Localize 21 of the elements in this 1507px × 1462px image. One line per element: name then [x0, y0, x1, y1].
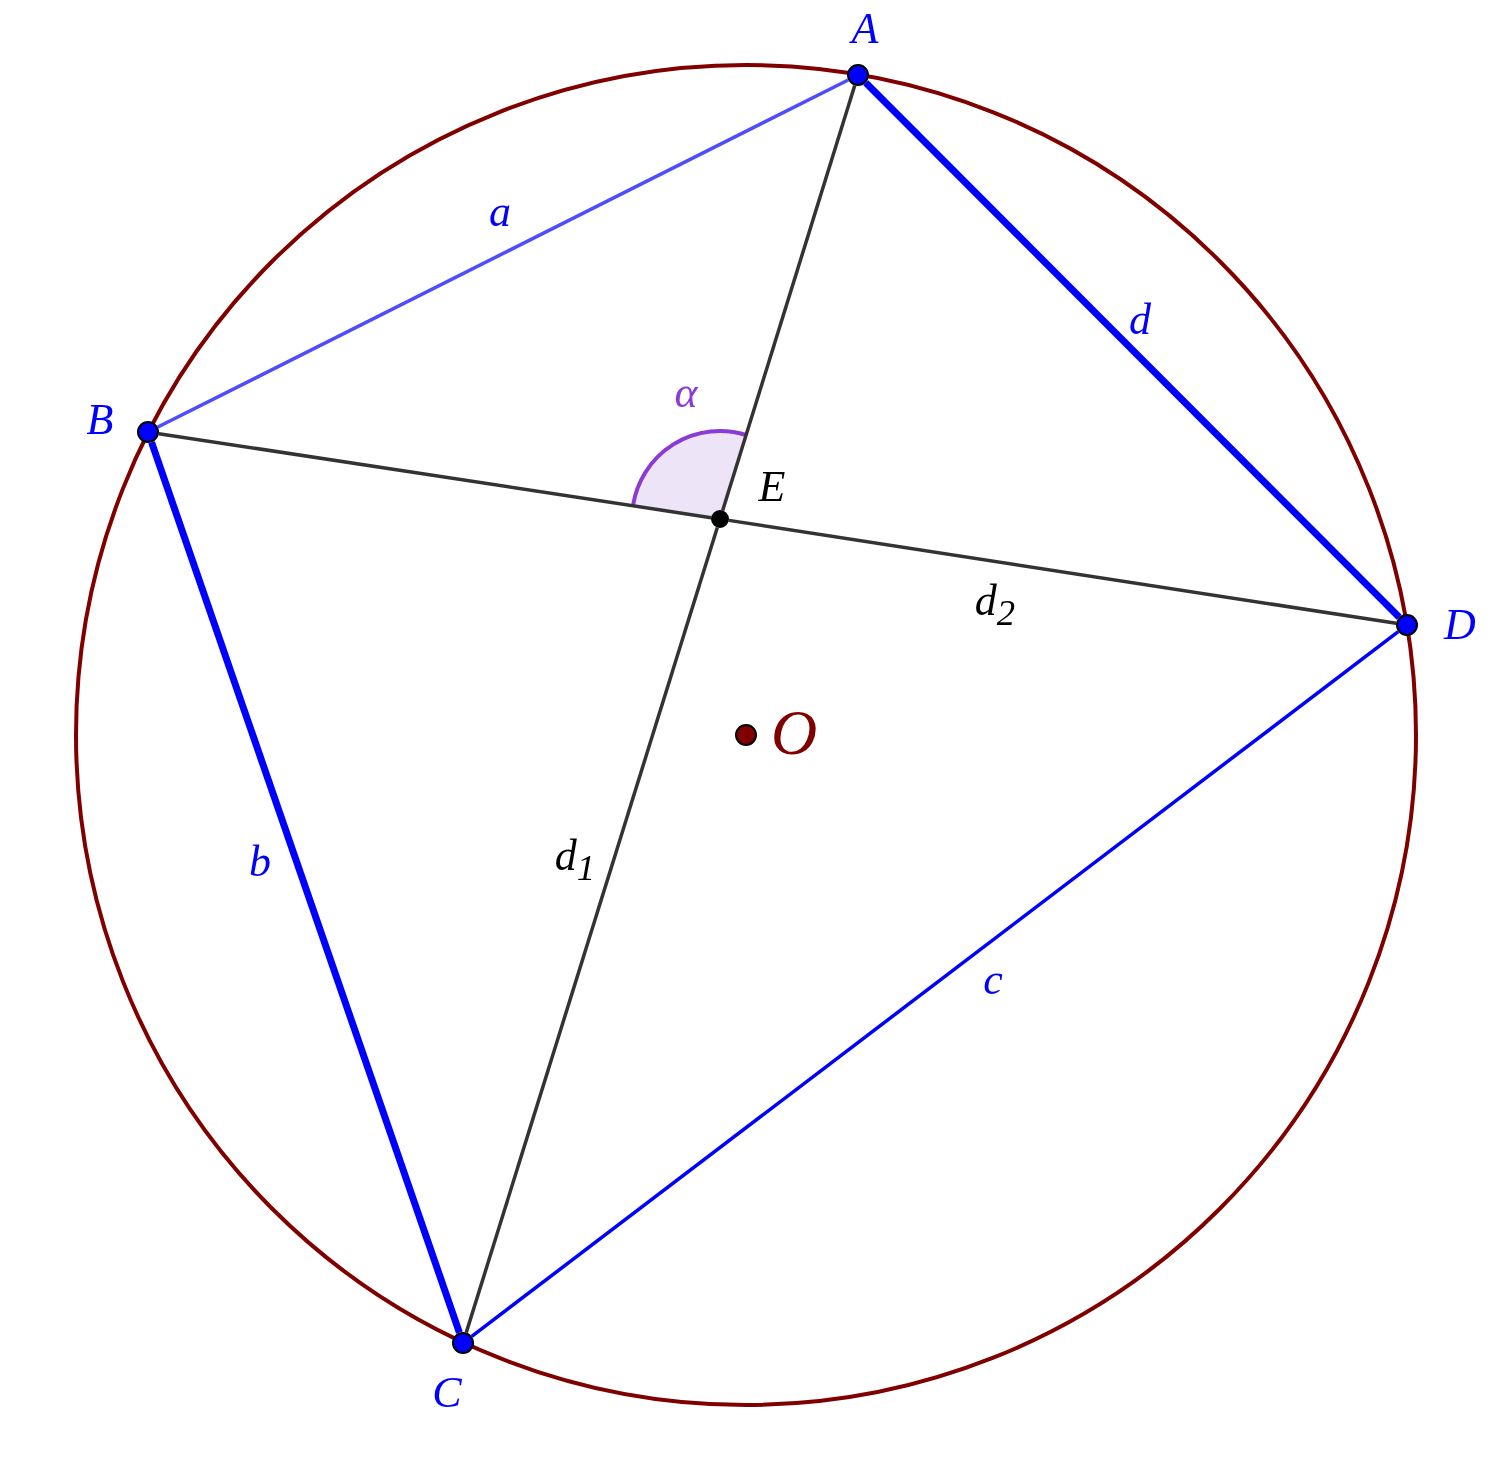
line-segment	[157, 78, 849, 429]
point-label: B	[86, 398, 114, 442]
angle-label: α	[674, 371, 698, 415]
point-label: E	[758, 465, 786, 509]
line-segment	[148, 441, 463, 1334]
point-label: C	[432, 1371, 462, 1415]
point-label: A	[851, 7, 879, 51]
line-segment	[158, 431, 712, 520]
point-label: D	[1444, 603, 1476, 647]
edge-label: c	[983, 958, 1003, 1002]
edge-label: d$_{1}$	[554, 833, 596, 887]
edge-label: d$_{2}$	[974, 578, 1016, 632]
point-label: O	[770, 701, 818, 765]
line-segment	[863, 80, 1402, 620]
line-segment	[470, 630, 1400, 1338]
edge-label: d	[1129, 298, 1151, 342]
line-segment	[721, 84, 857, 511]
line-segment	[464, 527, 719, 1334]
line-segment	[728, 518, 1397, 626]
edge-label: b	[249, 840, 271, 884]
edge-label: a	[489, 190, 511, 234]
